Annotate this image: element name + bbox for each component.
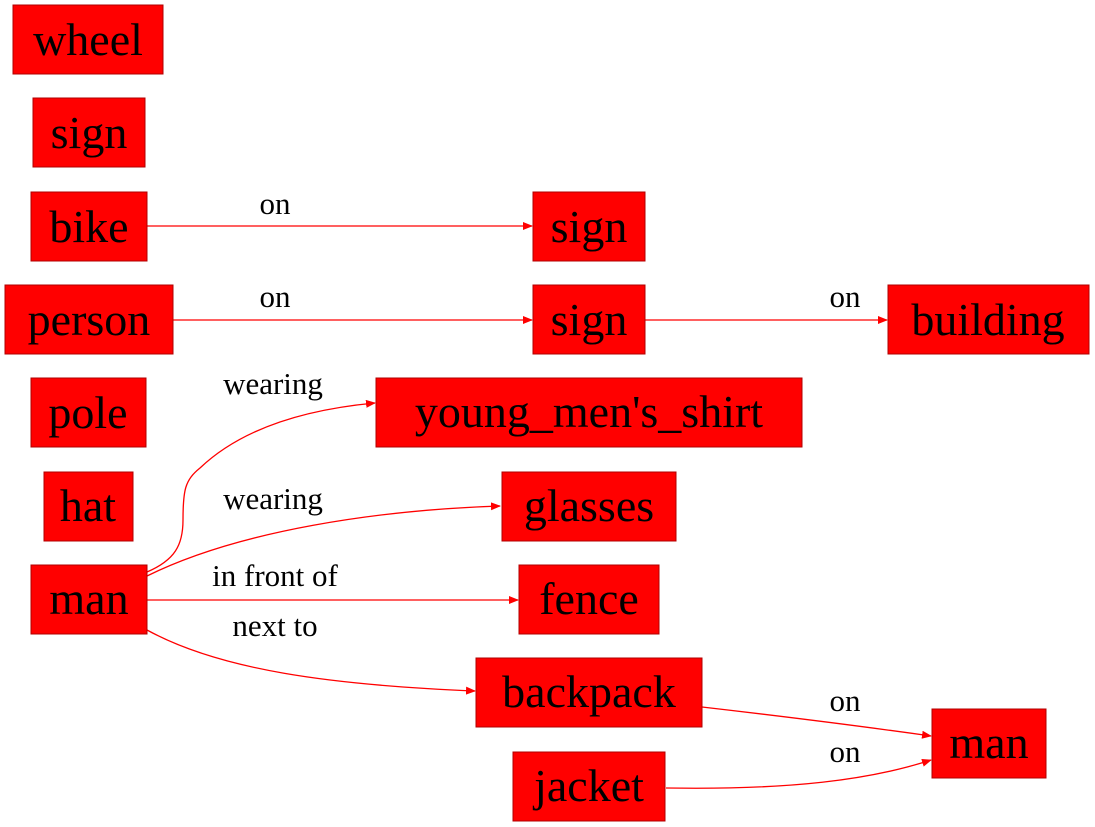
edge-man-glasses xyxy=(146,502,501,577)
node-hat: hat xyxy=(43,471,134,542)
edge-jacket-man xyxy=(665,759,932,789)
edges xyxy=(146,222,932,789)
node-glasses: glasses xyxy=(501,471,677,542)
node-label: fence xyxy=(539,573,639,624)
node-young-mens-shirt: young_men's_shirt xyxy=(375,377,803,448)
node-label: pole xyxy=(48,387,127,438)
node-label: building xyxy=(911,294,1064,345)
edge-label: wearing xyxy=(223,366,323,401)
node-building: building xyxy=(887,284,1090,355)
edge-label: wearing xyxy=(223,481,323,516)
node-label: man xyxy=(949,717,1028,768)
node-label: sign xyxy=(551,294,628,345)
node-bike: bike xyxy=(30,191,148,262)
edge-label: on xyxy=(260,186,292,221)
edge-label: on xyxy=(260,279,292,314)
node-label: glasses xyxy=(524,480,654,531)
node-label: bike xyxy=(49,201,128,252)
node-fence: fence xyxy=(518,564,660,635)
node-backpack: backpack xyxy=(475,657,703,728)
node-sign-target: sign xyxy=(532,191,646,262)
node-label: sign xyxy=(51,107,128,158)
nodes: wheel sign bike person pole hat man sig xyxy=(4,4,1090,822)
node-man-target: man xyxy=(931,708,1047,779)
node-pole: pole xyxy=(30,377,147,448)
edge-label: on xyxy=(830,734,862,769)
node-man: man xyxy=(30,564,148,635)
node-label: backpack xyxy=(502,666,676,717)
edge-man-backpack xyxy=(146,629,476,695)
edge-backpack-man xyxy=(701,706,932,739)
node-label: hat xyxy=(60,480,116,531)
node-jacket: jacket xyxy=(512,751,666,822)
node-label: man xyxy=(49,573,128,624)
node-sign-person: sign xyxy=(532,284,646,355)
edge-man-shirt xyxy=(146,399,376,573)
edge-label: next to xyxy=(232,608,317,643)
edge-labels: on on on wearing wearing in front of nex… xyxy=(212,186,861,769)
node-person: person xyxy=(4,284,174,355)
node-wheel: wheel xyxy=(12,4,164,75)
node-label: young_men's_shirt xyxy=(415,386,763,437)
edge-label: on xyxy=(830,683,862,718)
node-label: person xyxy=(28,294,151,345)
edge-label: in front of xyxy=(212,558,338,593)
node-label: wheel xyxy=(33,14,143,65)
node-label: sign xyxy=(551,201,628,252)
node-sign: sign xyxy=(32,97,146,168)
node-label: jacket xyxy=(532,760,644,811)
edge-label: on xyxy=(830,279,862,314)
